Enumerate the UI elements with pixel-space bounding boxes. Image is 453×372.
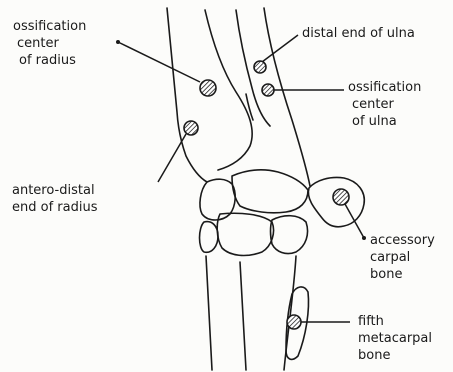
ossification-center-radius-mark [200,80,216,96]
carpal-bone-3 [200,222,219,253]
distal-end-ulna-mark [254,61,266,73]
accessory-carpal-mark [333,189,349,205]
label-line: carpal [370,249,435,266]
label-line: fifth [358,313,432,330]
leader-accessory-carpal [345,204,364,238]
label-antero-distal-radius: antero-distal end of radius [12,182,97,216]
carpal-bone-2 [232,170,308,213]
label-line: accessory [370,232,435,249]
label-line: center [348,96,421,113]
label-line: bone [358,347,432,364]
label-ossification-center-ulna: ossification center of ulna [348,79,421,130]
label-line: antero-distal [12,182,97,199]
leader-distal-ulna [262,35,298,62]
label-line: ossification [13,18,86,35]
ulna-physis-line [246,94,253,120]
metacarpal-left-outline [206,256,212,370]
label-line: end of radius [12,199,97,216]
label-line: of ulna [348,113,421,130]
label-distal-end-ulna: distal end of ulna [302,25,415,42]
fifth-metacarpal-mark [287,315,301,329]
leader-antero-distal [158,134,186,182]
label-line: of radius [13,52,86,69]
label-line: metacarpal [358,330,432,347]
label-fifth-metacarpal-bone: fifth metacarpal bone [358,313,432,364]
leader-ossification-radius [118,42,200,82]
label-line: distal end of ulna [302,25,415,42]
label-line: bone [370,266,435,283]
label-line: center [13,35,86,52]
antero-distal-radius-mark [184,121,198,135]
label-line: ossification [348,79,421,96]
ossification-center-ulna-mark [262,84,274,96]
label-ossification-center-radius: ossification center of radius [13,18,86,69]
metacarpal-mid-outline [240,262,246,370]
carpal-bone-4 [217,213,273,255]
carpal-bone-5 [271,216,308,254]
label-accessory-carpal-bone: accessory carpal bone [370,232,435,283]
